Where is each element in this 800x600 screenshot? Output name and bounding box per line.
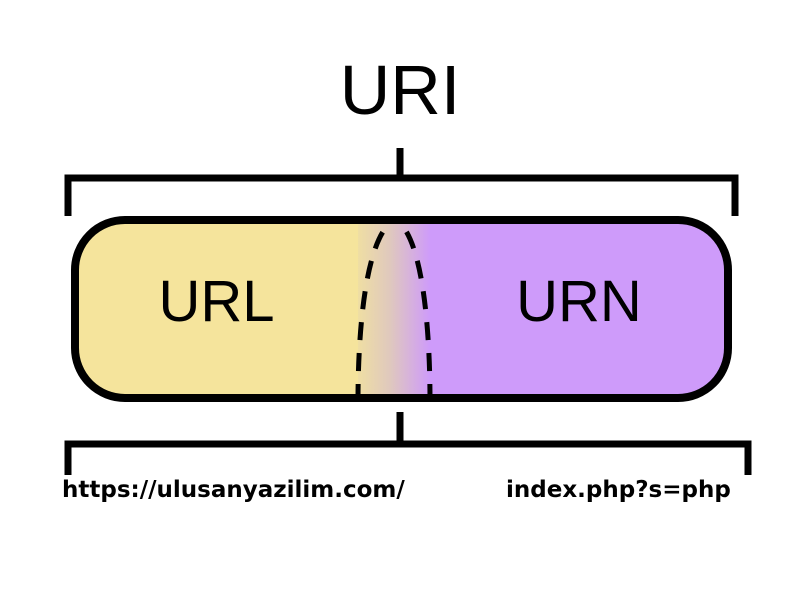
overlap-right-dashed-arc <box>393 220 433 398</box>
uri-top-bracket <box>64 148 739 216</box>
uri-pill-outline <box>71 216 732 402</box>
overlap-left-dashed-arc <box>355 220 397 398</box>
urn-set-label: URN <box>516 269 642 334</box>
url-example-text: https://ulusanyazilim.com/ <box>62 477 405 503</box>
urn-set-fill <box>395 220 728 398</box>
overlap-dashed-boundaries <box>355 220 433 398</box>
examples-bottom-bracket <box>64 412 752 475</box>
urn-example-text: index.php?s=php <box>506 477 731 503</box>
url-set-label: URL <box>158 269 275 334</box>
uri-title: URI <box>339 51 461 129</box>
pill-fill-group <box>75 220 728 398</box>
url-set-fill <box>75 220 395 398</box>
overlap-region-core <box>358 220 430 398</box>
